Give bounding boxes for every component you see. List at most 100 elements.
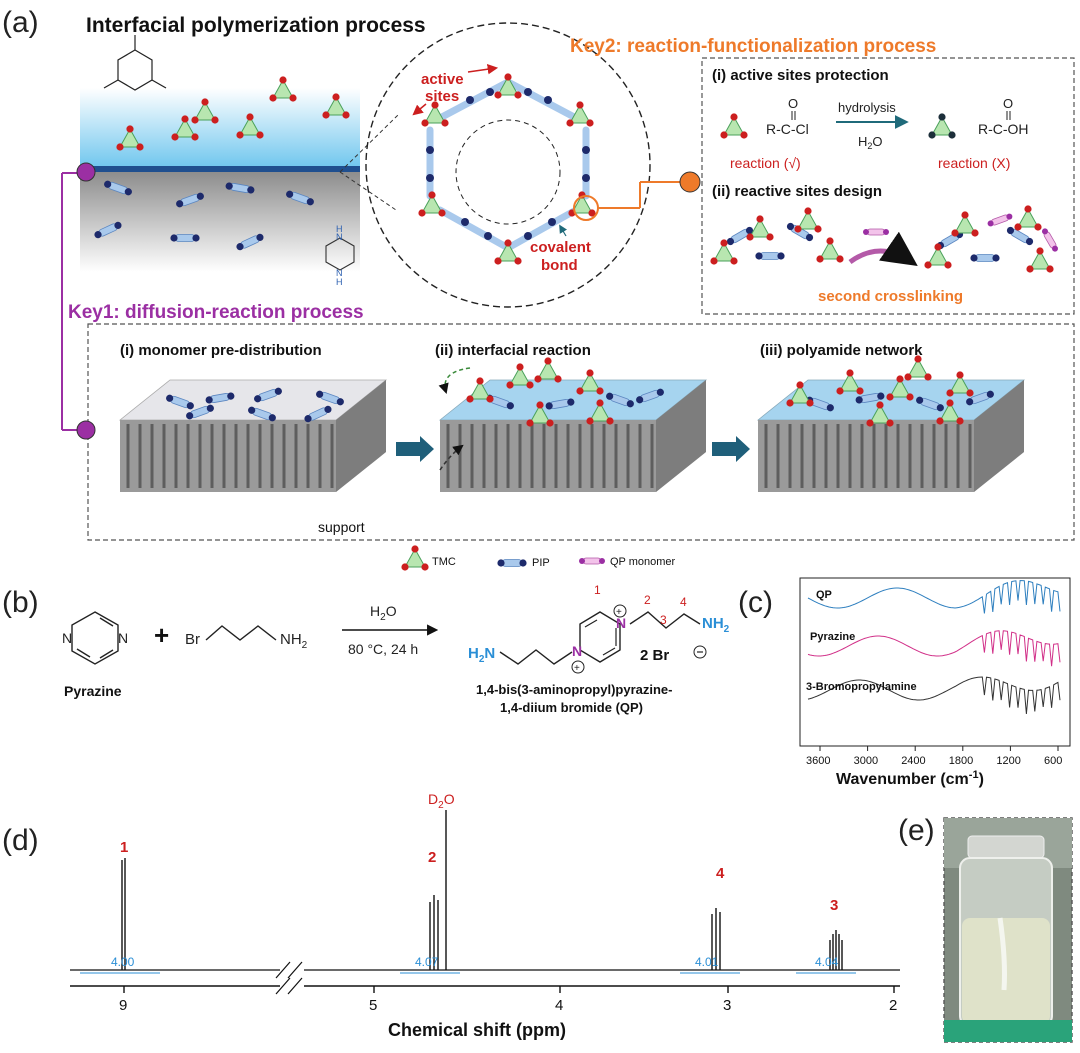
integral-2: 4.07 [415,955,439,969]
covalent-bond-label-2: bond [541,257,578,274]
amine-label: NH2 [280,631,308,651]
ftir-series-qp: QP [816,589,832,601]
nmr-xlabel: Chemical shift (ppm) [388,1020,566,1040]
pyrazine-label: Pyrazine [64,683,122,699]
purple-node-top [76,162,96,182]
ftir-spectrum-line [807,630,1061,667]
qp-nh2-right: NH2 [702,615,730,635]
legend-qp: QP monomer [610,556,676,568]
crosslink-right [923,204,1060,274]
bromo-label: Br [185,631,200,648]
covalent-bond-label-1: covalent [530,239,591,256]
step-ii-label: (ii) interfacial reaction [435,342,591,359]
panel-c: (c) QP Pyrazine 3-Bromopropylamine 3600 3… [738,577,1071,788]
reaction-no: reaction (X) [938,155,1010,171]
key2-step-ii: (ii) reactive sites design [712,183,882,200]
ftir-xlabel: Wavenumber (cm-1) [836,769,984,788]
active-sites-label-2: sites [425,88,459,105]
vial-photo [943,817,1073,1043]
panel-label-a: (a) [2,6,39,39]
hydrolysis-water: H2O [858,134,883,151]
panel-a: (a) Interfacial polymerization process [2,6,1075,572]
qp-position-4: 4 [680,595,687,609]
purple-node-bottom [76,420,96,440]
nmr-tick-label: 9 [119,997,127,1014]
panel-e: (e) [898,814,1073,1043]
panel-label-c: (c) [738,586,773,619]
condition-water: H2O [370,603,397,623]
svg-text:H: H [336,277,343,287]
legend: TMC PIP QP monomer [400,544,676,572]
ftir-tick-label: 600 [1044,755,1062,767]
panel-label-d: (d) [2,824,39,857]
interface-illustration: N H N H [80,35,360,287]
plus-sign: + [154,620,169,650]
condition-temp: 80 °C, 24 h [348,641,418,657]
qp-structure: N N + + 1 2 3 4 NH2 H2N 2 Br [468,583,730,674]
svg-text:+: + [574,663,580,674]
panel-b: (b) N N Pyrazine + Br NH2 H2O 80 °C, 24 … [2,583,730,715]
svg-text:N: N [336,268,343,278]
peak-label-1: 1 [120,839,128,856]
panel-label-b: (b) [2,586,39,619]
ftir-tick-label: 2400 [901,755,925,767]
product-name-2: 1,4-diium bromide (QP) [500,700,643,715]
peak-label-3: 3 [830,897,838,914]
qp-h2n-left: H2N [468,645,495,665]
ftir-tick-label: 1800 [949,755,973,767]
peak-label-2: 2 [428,849,436,866]
bromide-counterion: 2 Br [640,647,669,664]
acyl-chloride-formula: R-C-Cl [766,121,809,137]
ftir-tick-label: 3600 [806,755,830,767]
piperazine-structure: N H N H [325,224,355,287]
d2o-label: D2O [428,791,455,811]
integral-1: 4.00 [111,955,135,969]
svg-text:N: N [572,643,582,659]
qp-position-3: 3 [660,613,667,627]
step-i-label: (i) monomer pre-distribution [120,342,322,359]
support-label: support [318,519,365,535]
nmr-tick-label: 5 [369,997,377,1014]
pyrazine-structure [71,611,119,665]
membrane-step-i: support [118,379,388,535]
active-sites-label-1: active [421,71,464,88]
ftir-tick-label: 3000 [854,755,878,767]
integral-3: 4.04 [815,955,839,969]
key2-title: Key2: reaction-functionalization process [570,36,936,57]
reaction-yes: reaction (√) [730,155,801,171]
nmr-tick-label: 2 [889,997,897,1014]
second-crosslinking-label: second crosslinking [818,288,963,305]
svg-text:N: N [62,630,72,646]
ftir-series-pyrazine: Pyrazine [810,631,855,643]
ftir-spectrum-line [807,579,1061,614]
panel-a-title: Interfacial polymerization process [86,14,426,37]
ftir-frame [799,577,1071,747]
hydrolysis-label: hydrolysis [838,100,896,115]
svg-text:O: O [788,96,798,111]
nmr-tick-label: 3 [723,997,731,1014]
ftir-spectrum-line [807,676,1061,714]
integral-4: 4.01 [695,955,719,969]
peak-label-4: 4 [716,865,725,882]
svg-text:+: + [616,607,622,618]
qp-position-1: 1 [594,583,601,597]
step-iii-label: (iii) polyamide network [760,342,923,359]
key2-box [701,57,1075,315]
tmc-structure [103,35,167,91]
svg-text:N: N [616,615,626,631]
product-name-1: 1,4-bis(3-aminopropyl)pyrazine- [476,682,672,697]
svg-text:N: N [336,232,343,242]
ftir-series-bromopropylamine: 3-Bromopropylamine [806,681,917,693]
ftir-tick-label: 1200 [996,755,1020,767]
key1-title: Key1: diffusion-reaction process [68,302,364,323]
membrane-step-iii [756,354,1026,492]
orange-node [679,171,701,193]
key2-step-i: (i) active sites protection [712,67,889,84]
arrow-ii-iii [712,436,750,462]
legend-pip: PIP [532,557,550,569]
svg-text:N: N [118,630,128,646]
crosslink-left [709,206,845,266]
membrane-step-ii [438,356,708,492]
qp-position-2: 2 [644,593,651,607]
